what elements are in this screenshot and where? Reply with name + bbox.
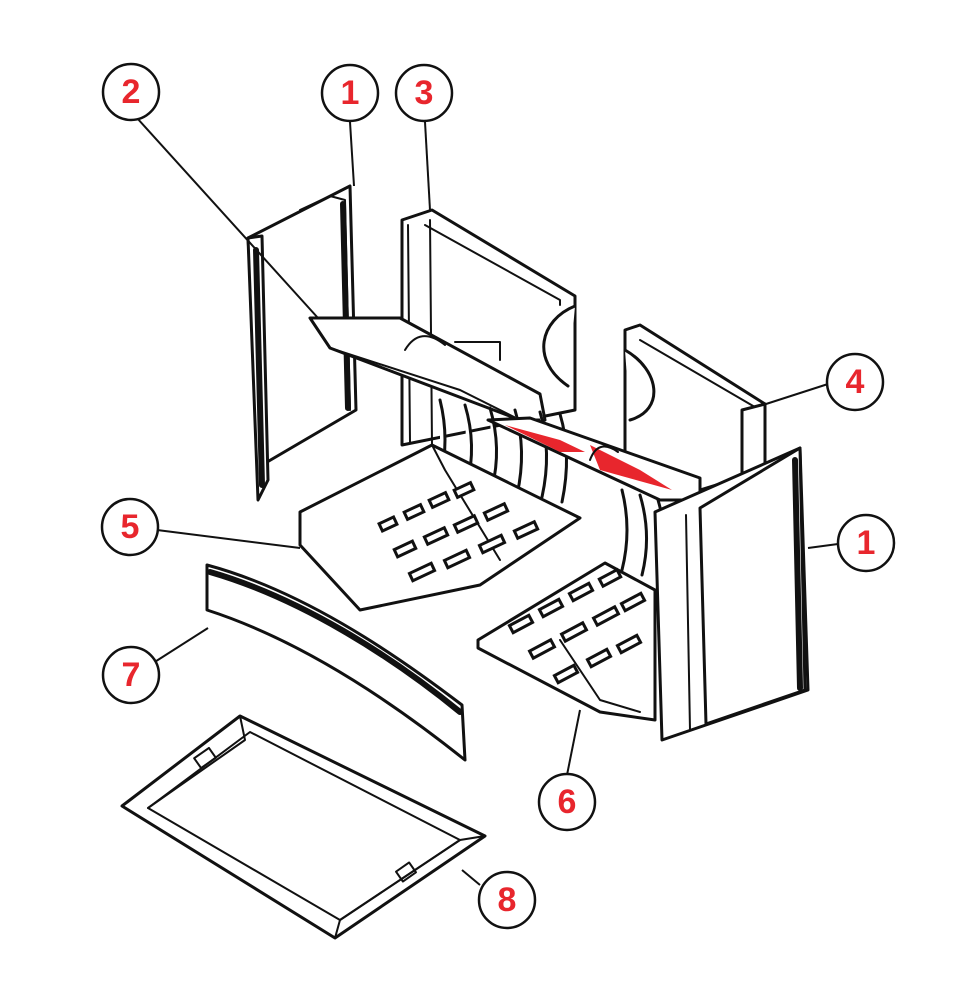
callout-7: 7 [101,645,161,705]
leader-lines [136,117,839,886]
grate-slots-right [507,567,647,685]
svg-text:1: 1 [857,524,876,562]
part-baffle-highlighted [486,416,702,502]
svg-text:5: 5 [121,508,140,546]
part-floor-grate-right [476,561,657,722]
callout-3: 3 [394,63,454,123]
svg-text:8: 8 [498,881,517,919]
svg-text:7: 7 [122,656,141,694]
svg-text:2: 2 [122,73,141,111]
callout-2: 2 [101,62,161,122]
part-side-panel-right [653,446,810,742]
callout-5: 5 [100,497,160,557]
part-floor-grate-left [298,443,582,612]
svg-text:4: 4 [846,363,865,401]
grate-slots-left [377,480,540,583]
svg-text:3: 3 [415,74,434,112]
part-baffle [308,316,547,422]
callout-8: 8 [477,870,537,930]
callout-1-right: 1 [836,513,896,573]
part-side-panel-left [246,184,358,502]
part-ash-pan [120,714,487,940]
part-back-panel-left [400,208,577,447]
part-front-lip [205,563,467,762]
svg-text:1: 1 [341,74,360,112]
callout-4: 4 [825,352,885,412]
svg-text:6: 6 [558,783,577,821]
callout-6: 6 [537,772,597,832]
callout-1-left: 1 [320,63,380,123]
